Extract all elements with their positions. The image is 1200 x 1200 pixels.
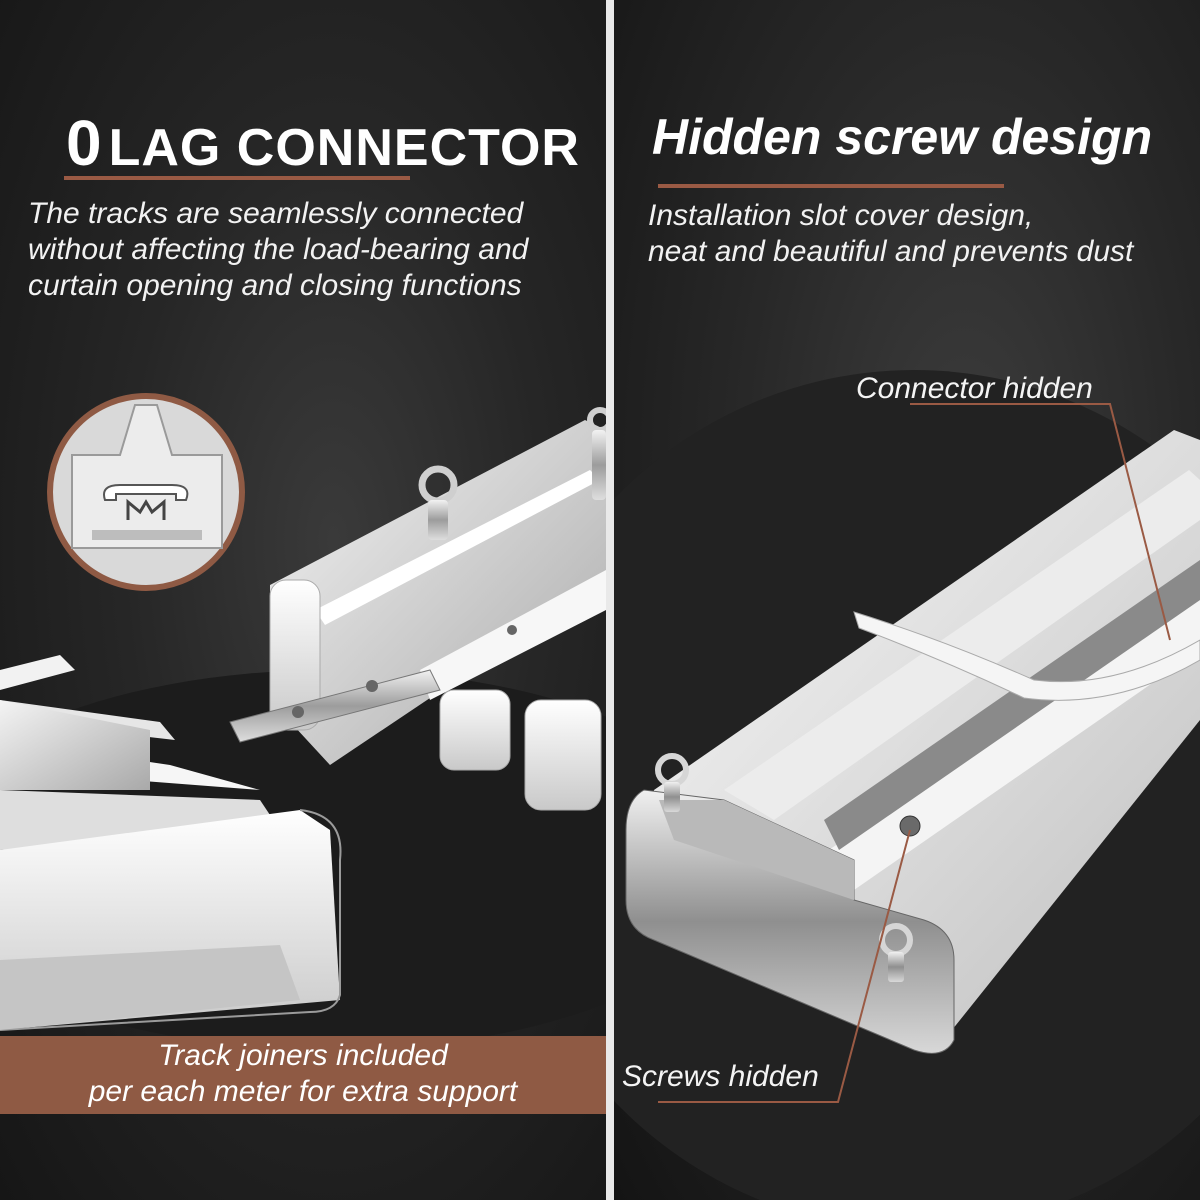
caption-line: per each meter for extra support [88, 1075, 518, 1108]
right-track-section [269, 420, 606, 811]
connector-hidden-label: Connector hidden [856, 372, 1093, 405]
description-line: neat and beautiful and prevents dust [648, 235, 1134, 268]
screw-hole [899, 815, 921, 837]
caption-text: Track joiners included per each meter fo… [0, 1038, 606, 1110]
hidden-screw-panel: Hidden screw design Installation slot co… [614, 0, 1200, 1200]
profile-detail-circle [47, 393, 245, 591]
eye-bolt [879, 923, 913, 982]
title-underline [658, 184, 1004, 188]
description-line: Installation slot cover design, [648, 199, 1034, 232]
end-cap [625, 789, 955, 1054]
description-line: curtain opening and closing functions [28, 269, 522, 302]
track-joiner [229, 625, 517, 743]
hidden-screw-description: Installation slot cover design, neat and… [648, 198, 1133, 270]
zero-glyph: 0 [66, 107, 103, 179]
title-underline [64, 176, 410, 180]
lag-connector-description: The tracks are seamlessly connected with… [28, 196, 528, 304]
description-line: The tracks are seamlessly connected [28, 197, 524, 230]
eye-bolt [418, 465, 458, 540]
panel-divider [606, 0, 614, 1200]
eye-bolt [655, 753, 689, 812]
title-text: LAG CONNECTOR [108, 119, 580, 177]
connector-callout-line [910, 403, 1171, 641]
description-line: without affecting the load-bearing and [28, 233, 529, 266]
hidden-screw-title: Hidden screw design [652, 109, 1153, 165]
eye-bolt [587, 407, 606, 500]
track-joiner-illustration [0, 393, 606, 1050]
screws-callout-line [658, 829, 911, 1103]
track-end-illustration [614, 370, 1200, 1200]
left-track-section [0, 655, 342, 1031]
caption-band [0, 1036, 606, 1114]
slot-cover-strip [853, 611, 1200, 701]
caption-line: Track joiners included [158, 1039, 448, 1072]
screws-hidden-label: Screws hidden [622, 1060, 819, 1093]
